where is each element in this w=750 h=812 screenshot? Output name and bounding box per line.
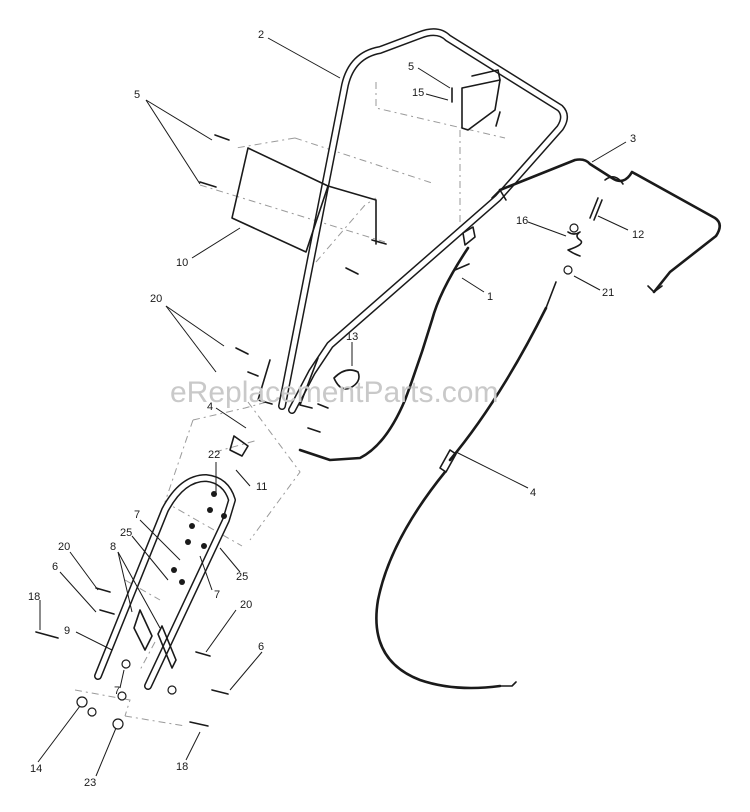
shield-plate bbox=[199, 134, 387, 275]
handle-bracket bbox=[451, 69, 501, 131]
callout-25-right: 25 bbox=[236, 571, 248, 583]
cable-clip bbox=[333, 369, 360, 390]
callout-7-bottom: 7 bbox=[114, 685, 120, 697]
control-bail bbox=[491, 158, 722, 294]
callout-18-left: 18 bbox=[28, 591, 40, 603]
callout-labels: 1 2 3 4 4 5 5 6 6 7 7 7 8 9 10 11 12 13 … bbox=[28, 29, 644, 789]
callout-10: 10 bbox=[176, 257, 188, 269]
callout-23: 23 bbox=[84, 777, 96, 789]
callout-8: 8 bbox=[110, 541, 116, 553]
callout-6-left: 6 bbox=[52, 561, 58, 573]
callout-9: 9 bbox=[64, 625, 70, 637]
callout-5-left: 5 bbox=[134, 89, 140, 101]
callout-25-left: 25 bbox=[120, 527, 132, 539]
callout-4-bracket: 4 bbox=[207, 401, 213, 413]
upper-handle bbox=[257, 28, 568, 414]
watermark: eReplacementParts.com bbox=[170, 376, 498, 409]
callout-14: 14 bbox=[30, 763, 42, 775]
lower-brackets bbox=[133, 435, 249, 669]
callout-20-right: 20 bbox=[240, 599, 252, 611]
lower-handle bbox=[94, 474, 236, 690]
callout-4-cable: 4 bbox=[530, 487, 536, 499]
leader-lines bbox=[37, 37, 629, 777]
callout-6-right: 6 bbox=[258, 641, 264, 653]
callout-2: 2 bbox=[258, 29, 264, 41]
callout-20-left: 20 bbox=[58, 541, 70, 553]
callout-11: 11 bbox=[256, 481, 267, 493]
hardware bbox=[35, 347, 329, 730]
callout-18-bottom: 18 bbox=[176, 761, 188, 773]
callout-7-top: 7 bbox=[134, 509, 140, 521]
callout-7-mid: 7 bbox=[214, 589, 220, 601]
callout-1: 1 bbox=[487, 291, 493, 303]
callout-22: 22 bbox=[208, 449, 220, 461]
spring-and-bolt bbox=[563, 197, 603, 275]
drive-cable bbox=[375, 281, 557, 690]
callout-16: 16 bbox=[516, 215, 528, 227]
callout-20-upper: 20 bbox=[150, 293, 162, 305]
callout-15: 15 bbox=[412, 87, 424, 99]
callout-5-top: 5 bbox=[408, 61, 414, 73]
callout-13: 13 bbox=[346, 331, 358, 343]
upper-cable bbox=[298, 226, 476, 462]
callout-12: 12 bbox=[632, 229, 644, 241]
callout-21: 21 bbox=[602, 287, 614, 299]
callout-3: 3 bbox=[630, 133, 636, 145]
